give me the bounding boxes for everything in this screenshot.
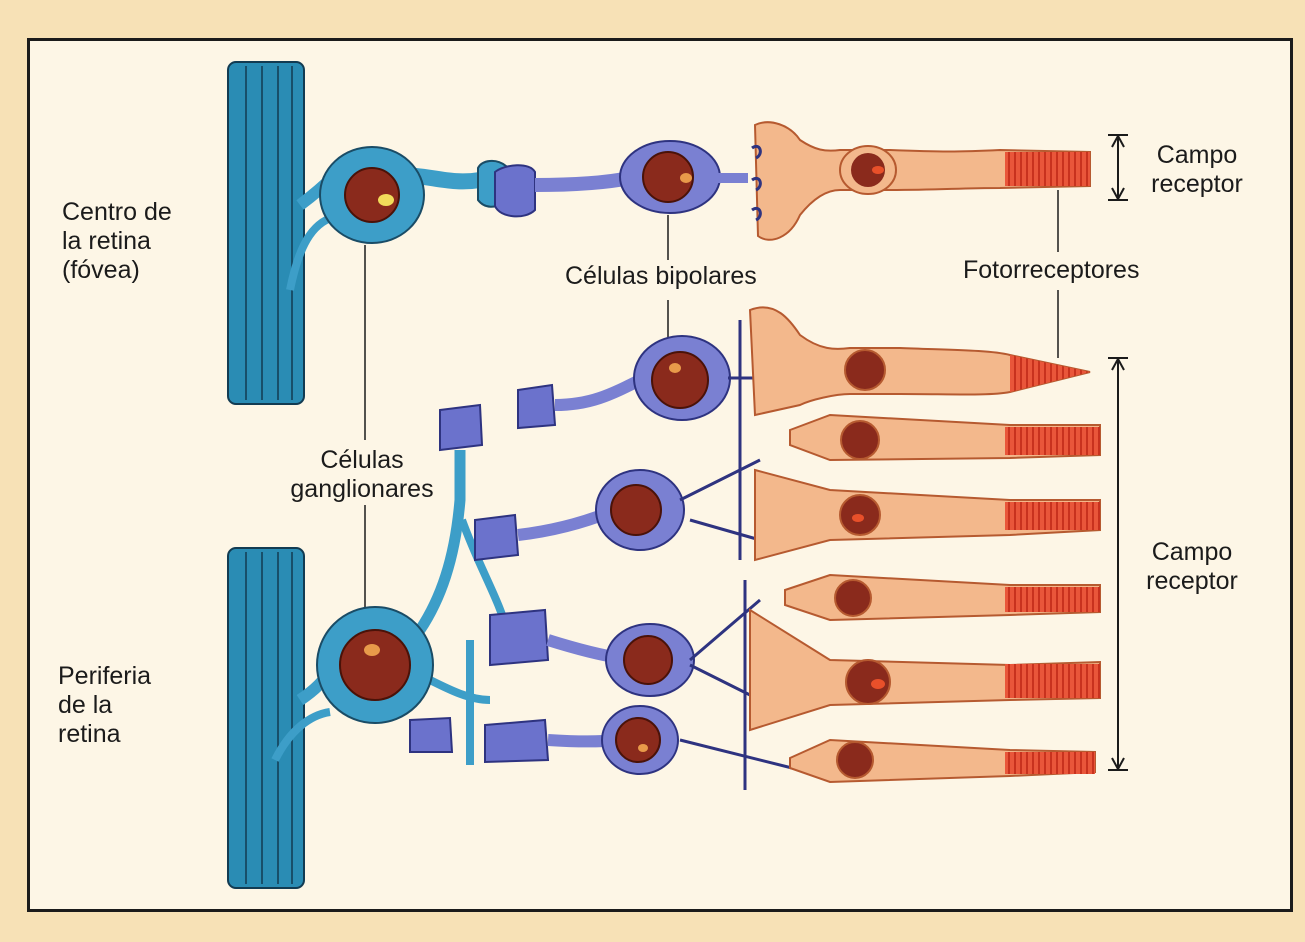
- bipolar-dendrites: [679, 320, 801, 790]
- label-receptive-field-bottom: Campo receptor: [1146, 538, 1238, 595]
- label-bipolar-cells: Células bipolares: [565, 262, 757, 290]
- receptive-field-bracket-bottom: [1108, 356, 1128, 772]
- label-fovea: Centro de la retina (fóvea): [62, 198, 172, 284]
- label-photoreceptors: Fotorreceptores: [963, 256, 1140, 284]
- receptive-field-bracket-top: [1108, 133, 1128, 202]
- bipolar-cell-fovea: [494, 140, 748, 218]
- label-ganglion-cells: Células ganglionares: [290, 446, 434, 503]
- optic-nerve-top: [227, 61, 305, 405]
- ganglion-cell-fovea: [286, 146, 507, 291]
- photoreceptors-periphery: [748, 306, 1101, 784]
- bipolar-cells-periphery: [409, 335, 731, 775]
- label-periphery: Periferia de la retina: [58, 662, 152, 748]
- optic-nerve-bottom: [227, 547, 305, 889]
- cone-fovea: [751, 121, 1091, 241]
- ganglion-cell-periphery: [271, 450, 514, 765]
- leader-lines: [364, 190, 1059, 610]
- label-receptive-field-top: Campo receptor: [1151, 141, 1243, 198]
